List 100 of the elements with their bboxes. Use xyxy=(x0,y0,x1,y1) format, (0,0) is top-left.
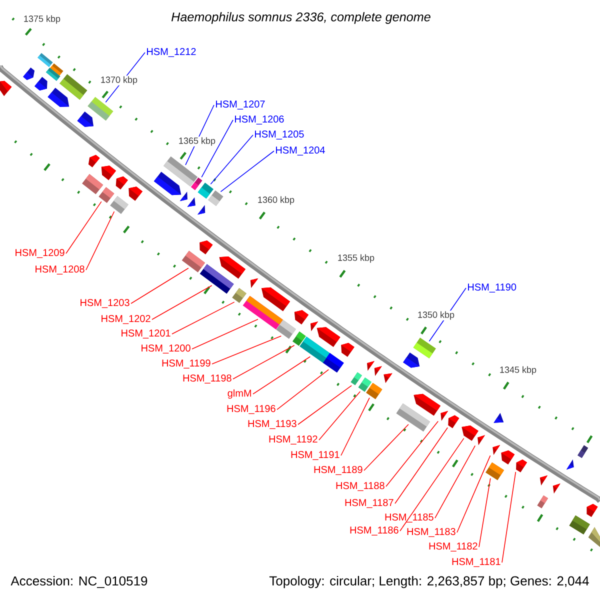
pointed-gene-block xyxy=(116,176,128,190)
gene-label: HSM_1182 xyxy=(429,542,478,552)
gene-block xyxy=(537,495,548,508)
pointed-gene-block xyxy=(501,450,515,464)
pointed-gene-block xyxy=(0,80,12,96)
gene-block xyxy=(366,382,382,400)
gene-block xyxy=(182,250,206,272)
gene-label: HSM_1190 xyxy=(468,284,516,292)
pointed-gene-block xyxy=(367,360,375,371)
gene-block xyxy=(163,156,198,187)
gene-block xyxy=(82,174,104,194)
gene-label: HSM_1205 xyxy=(255,130,304,140)
gene-label: HSM_1202 xyxy=(102,315,150,324)
pointed-gene-block xyxy=(48,88,70,107)
gene-label: HSM_1204 xyxy=(276,146,325,156)
gene-block xyxy=(208,190,224,206)
gene-label: HSM_1203 xyxy=(80,299,130,308)
pointed-gene-block xyxy=(384,373,392,384)
gene-block xyxy=(242,296,283,330)
leader-line xyxy=(172,302,235,334)
gene-label: HSM_1208 xyxy=(36,266,84,274)
footer-text: Accession: NC_010519 xyxy=(10,576,148,588)
leader-line xyxy=(276,369,330,410)
title: Haemophilus somnus 2336, complete genome xyxy=(171,12,430,24)
pointed-gene-block xyxy=(250,278,258,288)
gene-label: HSM_1207 xyxy=(216,100,265,110)
tick-label: 1360 kbp xyxy=(256,196,296,206)
leader-line xyxy=(364,424,409,471)
gene-block xyxy=(60,74,88,100)
gene-block xyxy=(322,353,344,373)
leader-line xyxy=(478,478,491,548)
gene-block xyxy=(38,53,53,68)
pointed-gene-block xyxy=(294,310,309,324)
leader-line xyxy=(394,427,448,504)
leader-line xyxy=(340,397,370,456)
tick-label: 1355 kbp xyxy=(336,254,376,264)
pointed-gene-block xyxy=(23,68,35,80)
gene-label: HSM_1191 xyxy=(291,451,340,460)
gene-label: HSM_1192 xyxy=(269,436,318,444)
gene-block xyxy=(46,68,60,81)
pointed-gene-block xyxy=(341,342,354,357)
gene-label: HSM_1206 xyxy=(235,116,284,124)
leader-line xyxy=(66,201,102,254)
gene-label: HSM_1186 xyxy=(350,526,398,536)
leader-line xyxy=(152,285,212,320)
pointed-gene-block xyxy=(316,327,340,347)
gene-label: HSM_1189 xyxy=(314,466,362,475)
gene-label: HSM_1212 xyxy=(147,48,196,57)
pointed-gene-block xyxy=(552,483,560,494)
pointed-gene-block xyxy=(492,444,500,456)
gene-block xyxy=(350,372,362,386)
leader-line xyxy=(232,344,295,380)
pointed-gene-block xyxy=(403,352,420,368)
gene-label: HSM_1187 xyxy=(345,499,394,508)
gene-label: HSM_1200 xyxy=(142,344,190,354)
pointed-gene-block xyxy=(566,459,574,470)
gene-label: HSM_1198 xyxy=(183,374,232,384)
pointed-gene-block xyxy=(128,186,142,201)
leader-line xyxy=(210,134,254,184)
pointed-gene-block xyxy=(77,112,94,127)
pointed-gene-block xyxy=(310,322,318,332)
leader-line xyxy=(220,150,274,192)
leader-line xyxy=(212,336,282,364)
gene-block xyxy=(578,445,588,458)
leader-line xyxy=(130,268,189,304)
pointed-gene-block xyxy=(586,504,598,517)
gene-label: HSM_1181 xyxy=(452,558,500,567)
gene-block xyxy=(413,338,436,358)
gene-label: HSM_1201 xyxy=(122,330,170,338)
gene-block xyxy=(569,515,590,534)
leader-line xyxy=(400,438,464,532)
leader-line xyxy=(86,211,115,270)
pointed-gene-block xyxy=(261,287,290,312)
tick-label: 1345 kbp xyxy=(498,366,538,376)
pointed-gene-block xyxy=(462,426,478,441)
pointed-gene-block xyxy=(180,192,188,202)
gene-block xyxy=(198,182,214,199)
pointed-gene-block xyxy=(440,410,448,421)
footer-text: Topology: circular; Length: 2,263,857 bp; Genes: 2,044 xyxy=(269,576,589,588)
pointed-gene-block xyxy=(516,459,528,472)
leader-line xyxy=(386,420,439,487)
pointed-gene-block xyxy=(494,412,504,423)
pointed-gene-block xyxy=(448,415,460,428)
leader-line xyxy=(201,120,234,178)
pointed-gene-block xyxy=(478,435,485,446)
leader-line xyxy=(456,455,491,533)
gene-block xyxy=(98,187,114,203)
pointed-gene-block xyxy=(101,166,116,180)
pointed-gene-block xyxy=(540,475,548,486)
gene-block xyxy=(88,96,114,121)
gene-block xyxy=(588,527,600,547)
gene-label: HSM_1183 xyxy=(407,528,456,537)
gene-label: HSM_1188 xyxy=(336,482,384,491)
gene-block xyxy=(232,288,246,304)
tick-label: 1370 kbp xyxy=(100,76,138,86)
gene-label: HSM_1193 xyxy=(248,420,296,429)
pointed-gene-block xyxy=(88,154,100,168)
leader-line xyxy=(502,472,516,563)
gene-label: HSM_1209 xyxy=(16,249,64,258)
pointed-gene-block xyxy=(374,366,382,376)
